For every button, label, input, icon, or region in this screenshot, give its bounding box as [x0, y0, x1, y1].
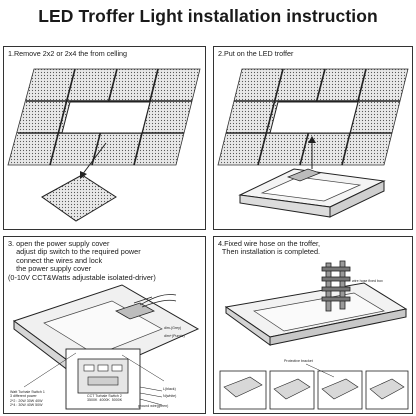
step-3-panel: 3. open the power supply cover adjust di… — [3, 236, 206, 414]
step-2-panel: 2.Put on the LED troffer — [213, 46, 413, 230]
step-4-panel: 4.Fixed wire hose on the troffer, Then i… — [213, 236, 413, 414]
watt-switch-table: Watt Turbale Switch 1 3 different power … — [10, 390, 45, 407]
label-wire-hose-box: wire hose fixed box — [352, 279, 383, 283]
label-l-black: L(black) — [163, 387, 176, 391]
step-3-caption-line-3: connect the wires and lock — [8, 255, 103, 265]
step-3-caption: 3. open the power supply cover adjust di… — [8, 239, 156, 282]
step-1-panel: 1.Remove 2x2 or 2x4 the from celling — [3, 46, 206, 230]
label-dim-minus: dim-(Grey) — [164, 326, 182, 330]
wire-hose-illustration — [219, 260, 409, 410]
step-2-caption: 2.Put on the LED troffer — [218, 49, 294, 58]
step-1-caption: 1.Remove 2x2 or 2x4 the from celling — [8, 49, 128, 58]
step-4-caption: 4.Fixed wire hose on the troffer, Then i… — [218, 239, 321, 257]
label-dim-plus: dim+(Purple) — [164, 334, 185, 338]
step-3-caption-line-5: (0-10V CCT&Watts adjustable isolated-dri… — [8, 272, 156, 282]
step-4-caption-line-2: Then installation is completed. — [218, 247, 321, 257]
step-3-caption-line-1: 3. open the power supply cover — [8, 239, 110, 248]
driver-wiring-illustration — [12, 284, 200, 410]
cct-switch-table: CCT Turbale Switch 2 3500K 4000K 5000K — [87, 394, 123, 403]
page-title: LED Troffer Light installation instructi… — [38, 6, 378, 26]
troffer-insert-illustration — [217, 68, 409, 218]
label-n-white: N(white) — [163, 394, 177, 398]
label-protective-bracket: Protective bracket — [284, 359, 313, 363]
ceiling-grid-illustration — [7, 68, 201, 222]
step-3-caption-line-4: the power supply cover — [8, 264, 92, 274]
step-4-caption-line-1: 4.Fixed wire hose on the troffer, — [218, 239, 321, 248]
step-3-caption-line-2: adjust dip switch to the required power — [8, 247, 141, 257]
label-ground-wire: ground wire(green) — [138, 404, 169, 408]
